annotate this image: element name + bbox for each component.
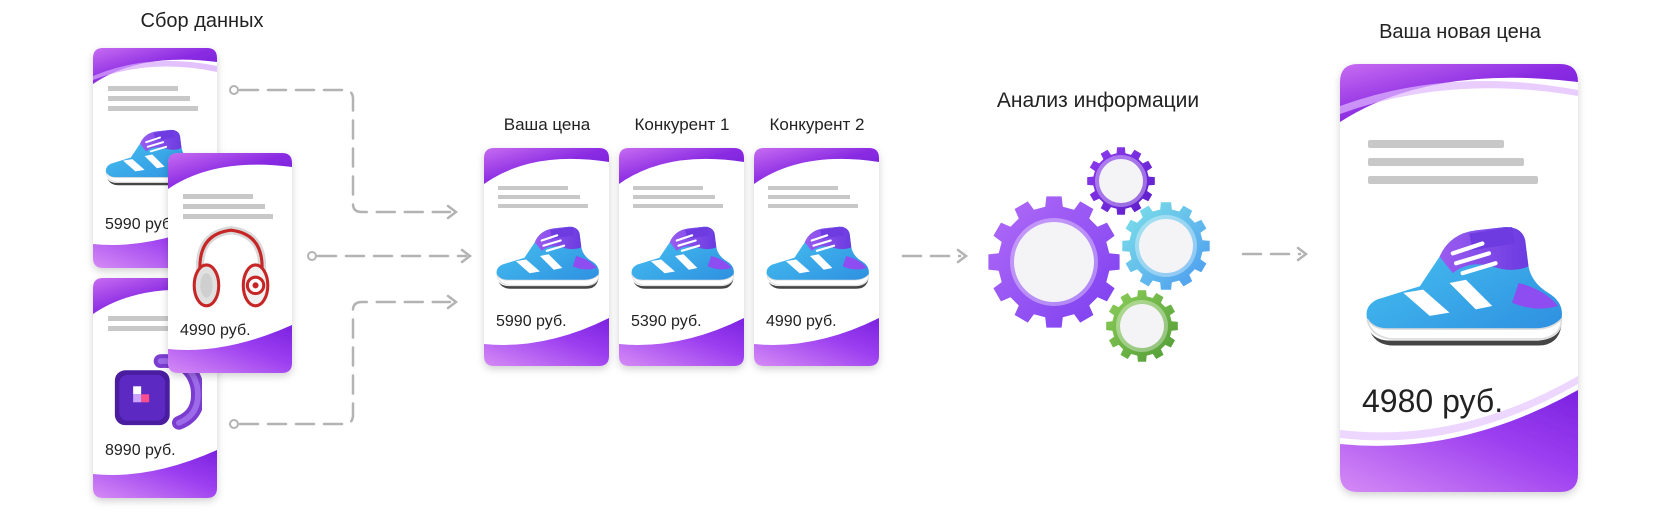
source-headphones-price: 4990 руб. [180,322,251,339]
compare-card-competitor-1: 5390 руб. [619,148,744,366]
gear-cyan-icon [1122,202,1209,289]
source-watch-price: 8990 руб. [105,442,176,459]
new-price-title: Ваша новая цена [1379,21,1542,43]
compare-title-your-price: Ваша цена [504,115,591,134]
arrow-analysis-to-result [1243,248,1306,260]
analysis-title: Анализ информации [997,89,1199,112]
compare-card-your-price: 5990 руб. [484,148,609,366]
compare-competitor-1-value: 5390 руб. [631,313,702,330]
gear-large-purple-icon [988,196,1119,327]
source-card-headphones: 4990 руб. [168,153,292,373]
compare-your-price-value: 5990 руб. [496,313,567,330]
compare-competitor-2-value: 4990 руб. [766,313,837,330]
gear-small-dark-purple-icon [1087,147,1155,215]
gears-cluster [988,147,1209,362]
arrow-compare-to-analysis [903,250,966,262]
result-card: 4980 руб. [1340,64,1578,492]
compare-card-competitor-2: 4990 руб. [754,148,879,366]
source-sneaker-price: 5990 руб. [105,216,176,233]
compare-title-competitor-1: Конкурент 1 [635,115,730,134]
compare-title-competitor-2: Конкурент 2 [770,115,865,134]
result-price: 4980 руб. [1362,383,1503,419]
collect-title: Сбор данных [141,10,264,32]
gear-green-icon [1106,290,1178,362]
